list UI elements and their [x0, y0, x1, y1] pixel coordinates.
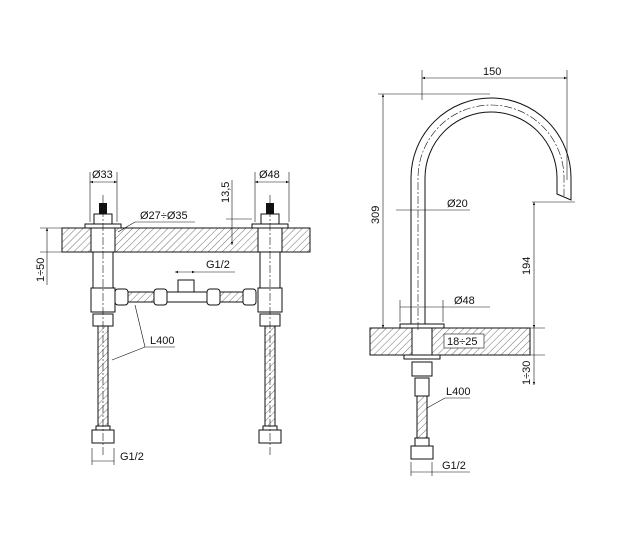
dim-hole-range: Ø27÷Ø35 — [140, 210, 188, 222]
dim-deck-thickness: 1÷50 — [35, 258, 47, 282]
dim-base-diameter: Ø48 — [454, 295, 475, 307]
right-spout-view: 150 309 Ø20 194 Ø48 18÷25 1÷30 L400 G1/2 — [369, 66, 575, 476]
dim-hose-thread: G1/2 — [120, 451, 144, 463]
dim-left-valve-diameter: Ø33 — [92, 169, 113, 181]
dim-right-valve-diameter: Ø48 — [259, 169, 280, 181]
dim-total-height: 309 — [370, 206, 382, 224]
dim-hose-length: L400 — [446, 386, 470, 398]
dim-hose-thread: G1/2 — [442, 460, 466, 472]
left-three-hole-view: Ø33 Ø48 Ø27÷Ø35 13,5 1÷50 G1/2 L400 G1/2 — [35, 169, 311, 465]
dimensions-right — [378, 70, 575, 476]
dim-reach: 150 — [483, 66, 501, 78]
dim-tee-thread: G1/2 — [206, 259, 230, 271]
dimensions-left — [40, 172, 290, 465]
dim-spout-height: 194 — [521, 257, 533, 275]
dim-13-5: 13,5 — [220, 182, 232, 203]
left-valve — [84, 195, 122, 455]
dim-hose-length: L400 — [150, 335, 174, 347]
mixer-tee — [114, 279, 257, 306]
dim-tube-diameter: Ø20 — [447, 198, 468, 210]
dim-deck-thickness: 1÷30 — [521, 361, 533, 385]
right-valve — [251, 195, 289, 455]
dim-hole-range: 18÷25 — [447, 336, 478, 348]
